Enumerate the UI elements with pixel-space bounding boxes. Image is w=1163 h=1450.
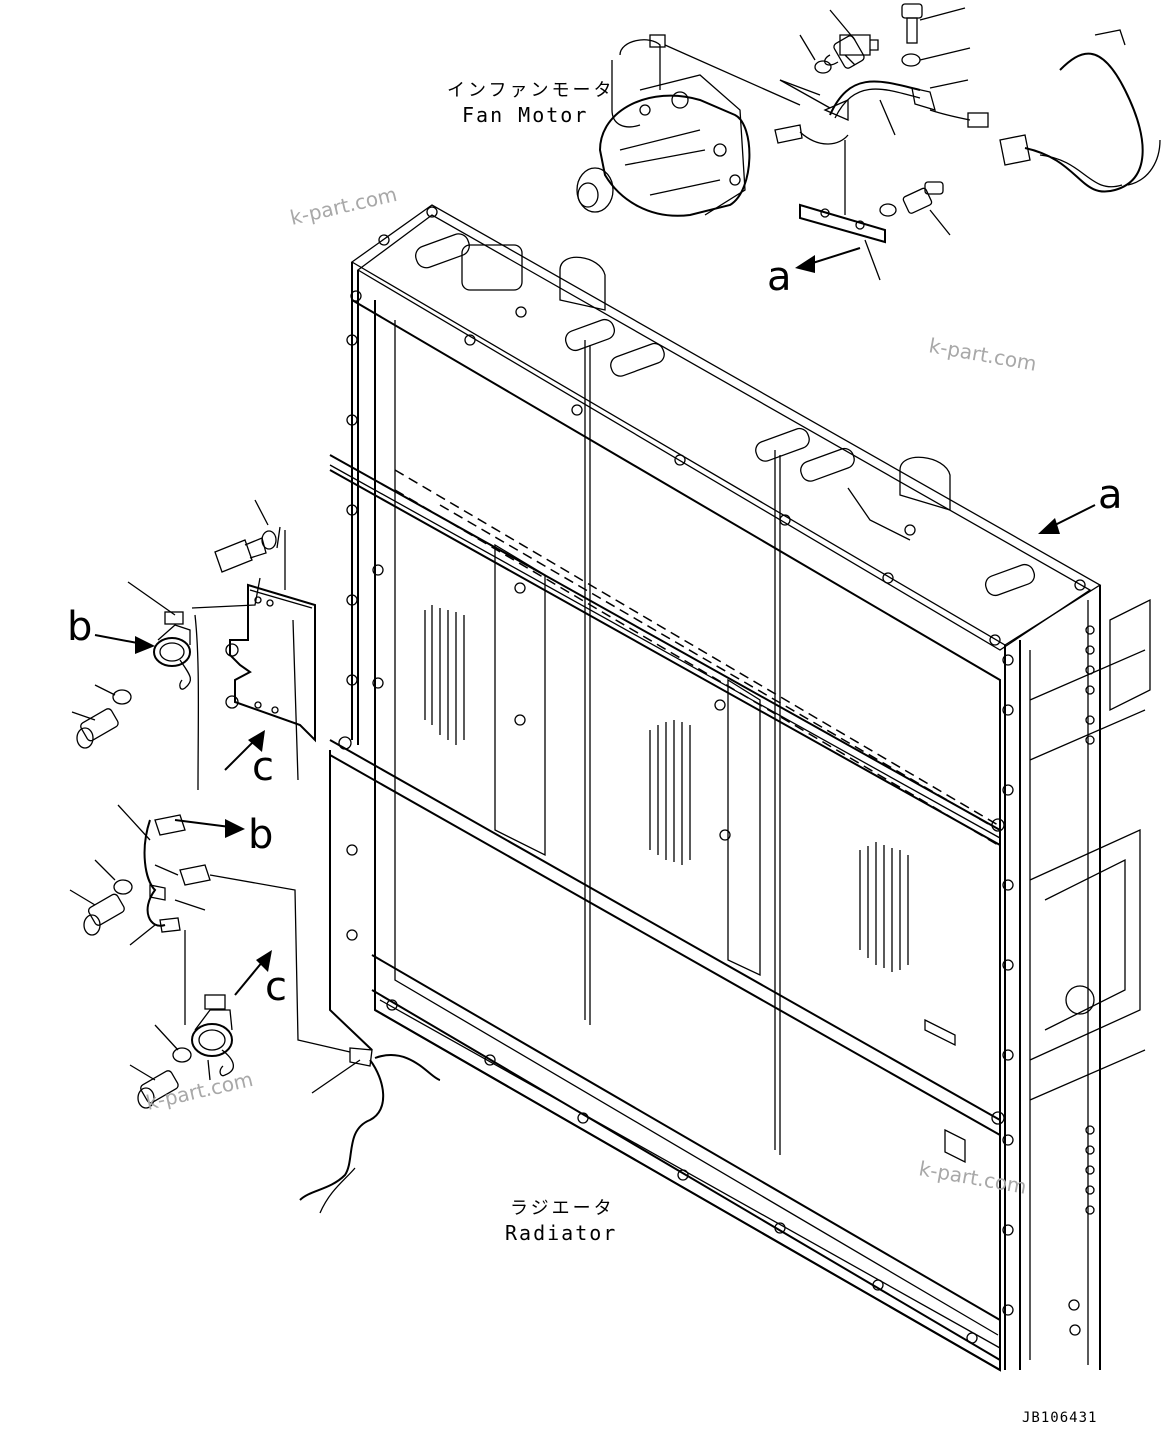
- callout-b-left: b: [67, 604, 92, 650]
- callout-a-right: a: [1098, 472, 1123, 518]
- watermarks: k-part.com k-part.com k-part.com k-part.…: [144, 182, 1039, 1199]
- fan-motor-jp-label: インファンモータ: [447, 80, 614, 101]
- watermark: k-part.com: [288, 182, 399, 230]
- sensor-b-top: [71, 581, 192, 749]
- radiator-jp-label: ラジエータ: [510, 1198, 615, 1219]
- top-hardware: [774, 3, 1161, 281]
- drawing-code: JB106431: [1022, 1410, 1097, 1426]
- sensor-harness: [69, 804, 441, 1214]
- fan-motor-en-label: Fan Motor: [462, 103, 588, 127]
- callout-b-harness: b: [248, 812, 273, 858]
- sensor-c-lower: [129, 994, 234, 1109]
- fan-motor: [576, 34, 801, 217]
- callout-arrows: [94, 247, 1096, 996]
- part-labels: インファンモータ Fan Motor ラジエータ Radiator JB1064…: [447, 80, 1097, 1426]
- radiator-en-label: Radiator: [505, 1221, 617, 1245]
- watermark: k-part.com: [917, 1156, 1028, 1199]
- callout-c-lower: c: [265, 964, 287, 1010]
- callout-a-top: a: [767, 254, 792, 300]
- callout-c-bracket: c: [252, 744, 274, 790]
- frame-bolts: [338, 206, 1095, 1344]
- radiator-assembly: [329, 204, 1151, 1372]
- sensor-bracket-c: [191, 499, 316, 791]
- watermark: k-part.com: [927, 333, 1038, 376]
- callout-letters: a a b b c c: [67, 254, 1123, 1010]
